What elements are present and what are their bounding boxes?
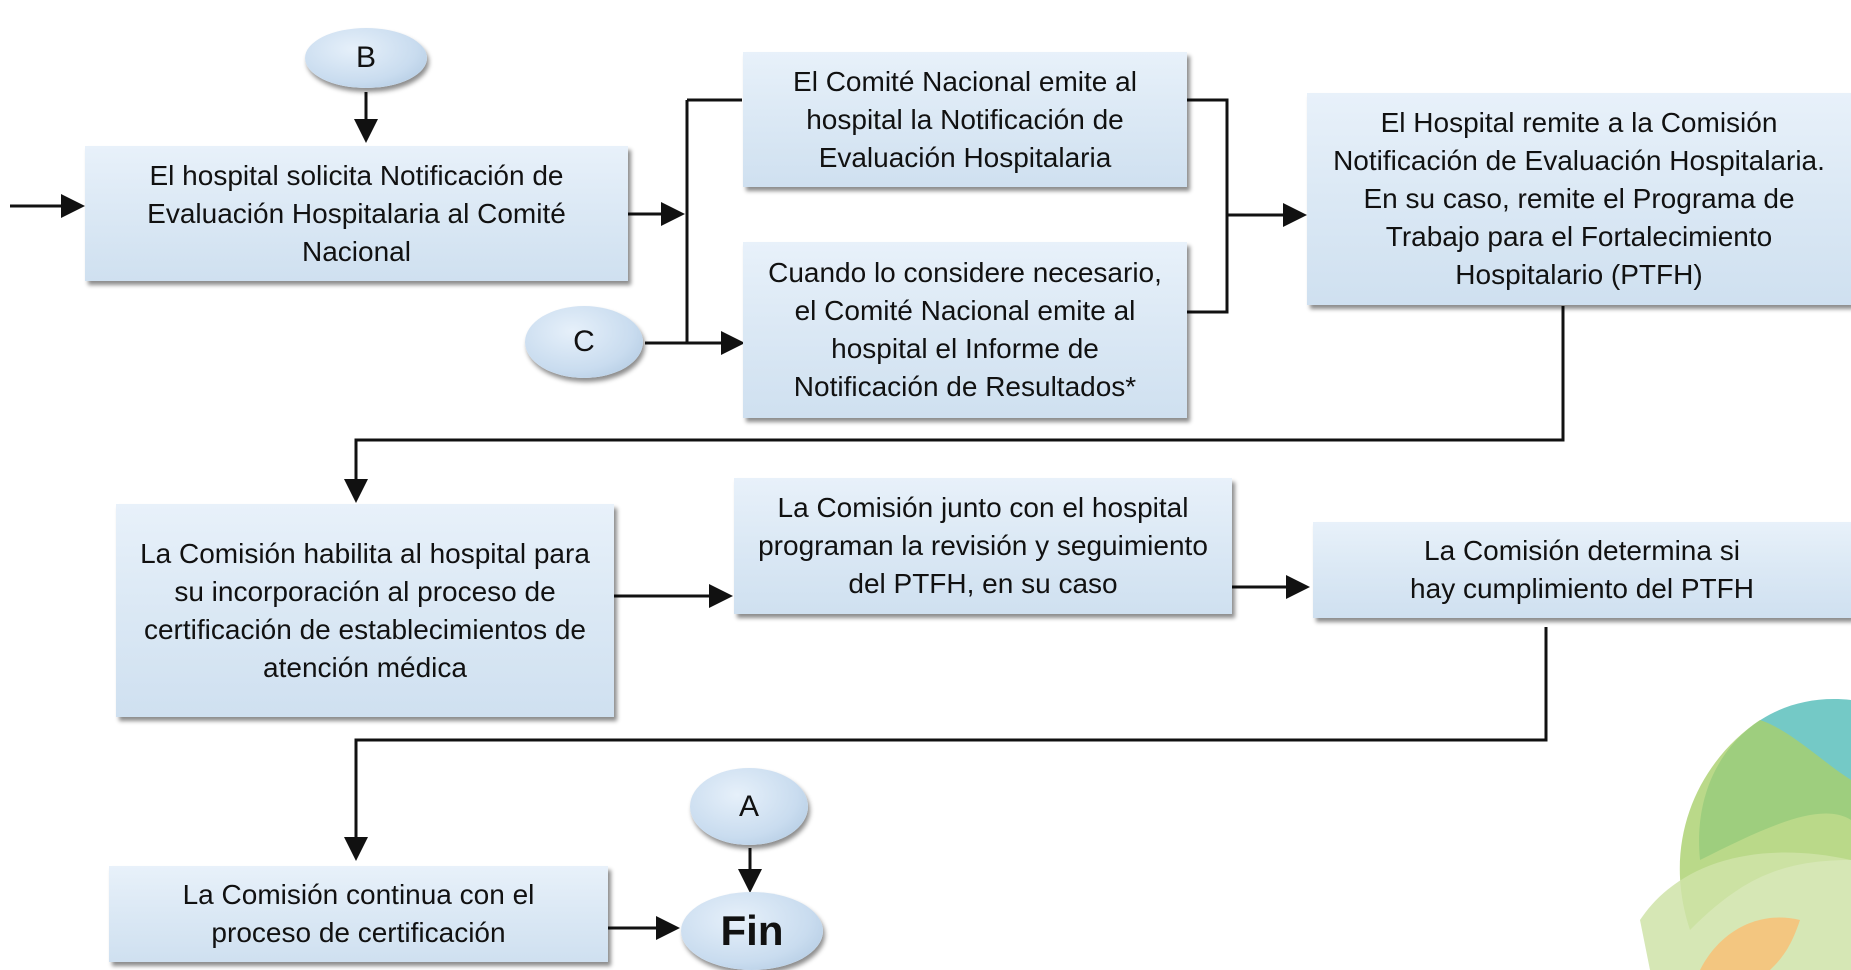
step-committee-report: Cuando lo considere necesario, el Comité… [743,242,1187,418]
step-committee-notification: El Comité Nacional emite al hospital la … [743,52,1187,187]
step-compliance-check: La Comisión determina si hay cumplimient… [1313,522,1851,618]
end-terminal: Fin [681,892,823,970]
connector-b: B [305,28,427,88]
connector-a: A [690,768,808,845]
step-commission-enables: La Comisión habilita al hospital para su… [116,504,614,717]
connector-c: C [525,306,643,378]
step-hospital-sends-commission: El Hospital remite a la Comisión Notific… [1307,93,1851,305]
step-continue-certification: La Comisión continua con el proceso de c… [109,866,608,962]
step-hospital-request: El hospital solicita Notificación de Eva… [85,146,628,281]
step-review-schedule: La Comisión junto con el hospital progra… [734,478,1232,614]
